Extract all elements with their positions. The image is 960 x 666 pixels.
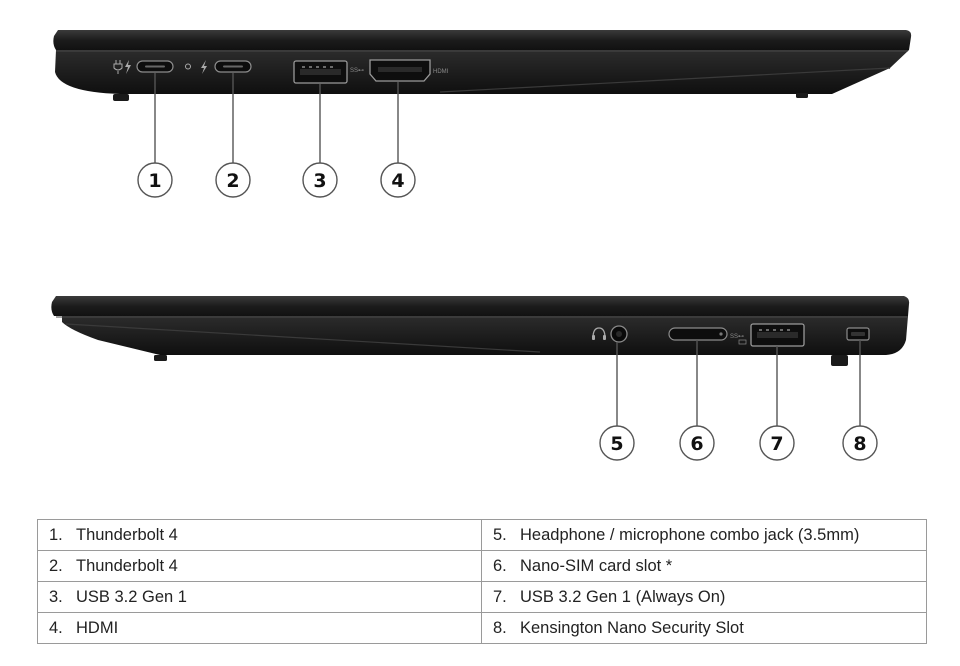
callout-4: 4 xyxy=(380,162,416,198)
item-label: Kensington Nano Security Slot xyxy=(520,618,744,637)
item-number: 6. xyxy=(493,556,507,575)
callout-8: 8 xyxy=(842,425,878,461)
item-number: 5. xyxy=(493,525,507,544)
callout-7-number: 7 xyxy=(770,433,783,455)
usb-ss-battery-icon: SS⊷ xyxy=(730,334,744,340)
callout-5-number: 5 xyxy=(610,433,623,455)
item-number: 3. xyxy=(49,587,63,606)
table-cell: 4. HDMI xyxy=(37,612,482,644)
table-cell: 6. Nano-SIM card slot * xyxy=(481,550,927,582)
item-label: Nano-SIM card slot * xyxy=(520,556,673,575)
callout-6-number: 6 xyxy=(690,433,703,455)
power-lightning-icon xyxy=(113,60,131,74)
callout-1: 1 xyxy=(137,162,173,198)
table-row: 4. HDMI 8. Kensington Nano Security Slot xyxy=(37,612,927,644)
item-number: 8. xyxy=(493,618,507,637)
headset-icon xyxy=(592,327,606,340)
callout-1-number: 1 xyxy=(148,170,161,192)
item-label: USB 3.2 Gen 1 xyxy=(76,587,187,606)
item-number: 1. xyxy=(49,525,63,544)
item-label: USB 3.2 Gen 1 (Always On) xyxy=(520,587,726,606)
table-cell: 7. USB 3.2 Gen 1 (Always On) xyxy=(481,581,927,613)
item-label: Thunderbolt 4 xyxy=(76,525,178,544)
callout-6: 6 xyxy=(679,425,715,461)
item-label: Thunderbolt 4 xyxy=(76,556,178,575)
callout-lines-left xyxy=(154,73,399,163)
callout-7: 7 xyxy=(759,425,795,461)
callout-8-number: 8 xyxy=(853,433,866,455)
ports-diagram: SS⊷ HDMI 1 2 3 4 SS⊷ xyxy=(51,30,912,461)
table-cell: 8. Kensington Nano Security Slot xyxy=(481,612,927,644)
item-number: 4. xyxy=(49,618,63,637)
table-cell: 2. Thunderbolt 4 xyxy=(37,550,482,582)
ports-legend-table: 1. Thunderbolt 4 5. Headphone / microphone… xyxy=(37,519,927,644)
item-label: HDMI xyxy=(76,618,119,637)
callout-4-number: 4 xyxy=(391,170,404,192)
hdmi-label: HDMI xyxy=(433,69,449,75)
laptop-right-side xyxy=(51,296,910,366)
callout-2: 2 xyxy=(215,162,251,198)
item-number: 7. xyxy=(493,587,507,606)
table-cell: 3. USB 3.2 Gen 1 xyxy=(37,581,482,613)
thunderbolt-icon xyxy=(201,60,207,74)
nano-sim-slot xyxy=(668,327,728,341)
led-indicator-icon xyxy=(185,63,191,70)
callout-lines-right xyxy=(616,340,861,426)
table-cell: 1. Thunderbolt 4 xyxy=(37,519,482,551)
item-label: Headphone / microphone combo jack (3.5mm… xyxy=(520,525,860,544)
callout-3-number: 3 xyxy=(313,170,326,192)
table-cell: 5. Headphone / microphone combo jack (3.5… xyxy=(481,519,927,551)
table-row: 1. Thunderbolt 4 5. Headphone / microphone… xyxy=(37,519,927,551)
item-number: 2. xyxy=(49,556,63,575)
callout-2-number: 2 xyxy=(226,170,239,192)
callout-3: 3 xyxy=(302,162,338,198)
usb-ss-logo-icon: SS⊷ xyxy=(350,68,364,74)
table-row: 3. USB 3.2 Gen 1 7. USB 3.2 Gen 1 (Always … xyxy=(37,581,927,613)
callout-5: 5 xyxy=(599,425,635,461)
laptop-left-side xyxy=(53,30,912,101)
table-row: 2. Thunderbolt 4 6. Nano-SIM card slot * xyxy=(37,550,927,582)
